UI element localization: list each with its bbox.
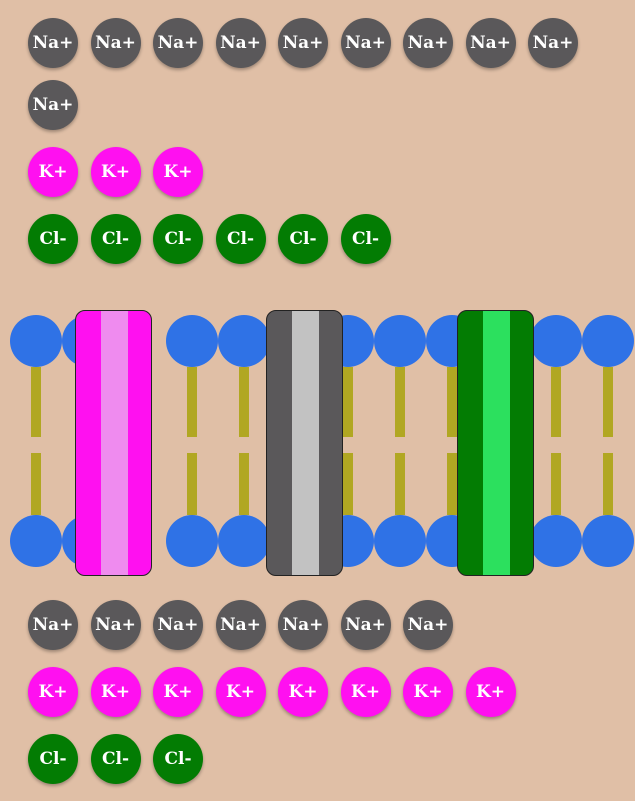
top-k-ion[interactable]: K+: [28, 147, 78, 197]
bottom-na-ion[interactable]: Na+: [403, 600, 453, 650]
lipid-tail: [603, 453, 613, 515]
top-na-ion[interactable]: Na+: [465, 18, 516, 68]
lipid-head: [166, 515, 218, 567]
top-na-ion[interactable]: Na+: [153, 18, 203, 68]
lipid-head: [582, 315, 634, 367]
lipid-head: [10, 515, 62, 567]
bottom-na-row: Na+Na+Na+Na+Na+Na+Na+: [28, 600, 628, 650]
cell-membrane: [0, 300, 635, 590]
lipid-head: [530, 515, 582, 567]
lipid-head: [218, 515, 270, 567]
bottom-na-ion[interactable]: Na+: [28, 600, 78, 650]
bottom-cl-ion[interactable]: Cl-: [153, 734, 203, 784]
bottom-cl-ion[interactable]: Cl-: [90, 734, 141, 784]
top-k-row: K+K+K+: [28, 147, 628, 197]
bottom-k-ion[interactable]: K+: [153, 667, 203, 717]
lipid-tail: [31, 367, 41, 437]
lipid-tail: [343, 367, 353, 437]
lipid-tail: [551, 367, 561, 437]
lipid-head: [166, 315, 218, 367]
top-cl-ion[interactable]: Cl-: [28, 214, 78, 264]
lipid-head: [10, 315, 62, 367]
phospholipid: [166, 315, 218, 567]
lipid-tail: [343, 453, 353, 515]
top-cl-ion[interactable]: Cl-: [153, 214, 203, 264]
top-cl-ion[interactable]: Cl-: [340, 214, 391, 264]
lipid-head: [530, 315, 582, 367]
lipid-head: [374, 515, 426, 567]
bottom-cl-ion[interactable]: Cl-: [28, 734, 78, 784]
lipid-head: [374, 315, 426, 367]
bottom-na-ion[interactable]: Na+: [215, 600, 266, 650]
lipid-tail: [31, 453, 41, 515]
top-na-ion[interactable]: Na+: [340, 18, 391, 68]
top-cl-ion[interactable]: Cl-: [215, 214, 266, 264]
phospholipid: [218, 315, 270, 567]
top-k-ion[interactable]: K+: [90, 147, 141, 197]
lipid-tail: [603, 367, 613, 437]
bottom-k-ion[interactable]: K+: [465, 667, 516, 717]
top-cl-row: Cl-Cl-Cl-Cl-Cl-Cl-: [28, 214, 628, 264]
top-na-ion[interactable]: Na+: [90, 18, 141, 68]
lipid-tail: [187, 453, 197, 515]
lipid-tail: [187, 367, 197, 437]
bottom-k-ion[interactable]: K+: [215, 667, 266, 717]
sodium-channel[interactable]: [266, 310, 343, 576]
bottom-k-ion[interactable]: K+: [340, 667, 391, 717]
top-na-ion[interactable]: Na+: [215, 18, 266, 68]
phospholipid: [374, 315, 426, 567]
top-cl-ion[interactable]: Cl-: [90, 214, 141, 264]
potassium-channel-pore: [101, 311, 128, 575]
chloride-channel-pore: [483, 311, 510, 575]
phospholipid: [530, 315, 582, 567]
chloride-channel[interactable]: [457, 310, 534, 576]
lipid-tail: [447, 453, 457, 515]
bottom-k-ion[interactable]: K+: [278, 667, 328, 717]
bottom-na-ion[interactable]: Na+: [278, 600, 328, 650]
bottom-k-ion[interactable]: K+: [28, 667, 78, 717]
top-na-ion[interactable]: Na+: [403, 18, 453, 68]
top-k-ion[interactable]: K+: [153, 147, 203, 197]
top-na-ion[interactable]: Na+: [28, 80, 78, 130]
lipid-tail: [395, 453, 405, 515]
sodium-channel-pore: [292, 311, 319, 575]
bottom-na-ion[interactable]: Na+: [340, 600, 391, 650]
lipid-head: [582, 515, 634, 567]
phospholipid: [582, 315, 634, 567]
lipid-tail: [551, 453, 561, 515]
lipid-tail: [447, 367, 457, 437]
top-na-row: Na+Na+Na+Na+Na+Na+Na+Na+Na+Na+: [28, 18, 628, 130]
lipid-head: [218, 315, 270, 367]
bottom-k-ion[interactable]: K+: [403, 667, 453, 717]
lipid-tail: [395, 367, 405, 437]
intracellular-ions: Na+Na+Na+Na+Na+Na+Na+ K+K+K+K+K+K+K+K+ C…: [28, 600, 628, 801]
bottom-k-ion[interactable]: K+: [90, 667, 141, 717]
top-na-ion[interactable]: Na+: [528, 18, 578, 68]
top-na-ion[interactable]: Na+: [278, 18, 328, 68]
bottom-na-ion[interactable]: Na+: [90, 600, 141, 650]
bottom-k-row: K+K+K+K+K+K+K+K+: [28, 667, 628, 717]
bottom-na-ion[interactable]: Na+: [153, 600, 203, 650]
potassium-channel[interactable]: [75, 310, 152, 576]
bottom-cl-row: Cl-Cl-Cl-: [28, 734, 628, 784]
top-na-ion[interactable]: Na+: [28, 18, 78, 68]
lipid-tail: [239, 367, 249, 437]
lipid-tail: [239, 453, 249, 515]
top-cl-ion[interactable]: Cl-: [278, 214, 328, 264]
phospholipid: [10, 315, 62, 567]
extracellular-ions: Na+Na+Na+Na+Na+Na+Na+Na+Na+Na+ K+K+K+ Cl…: [28, 18, 628, 281]
